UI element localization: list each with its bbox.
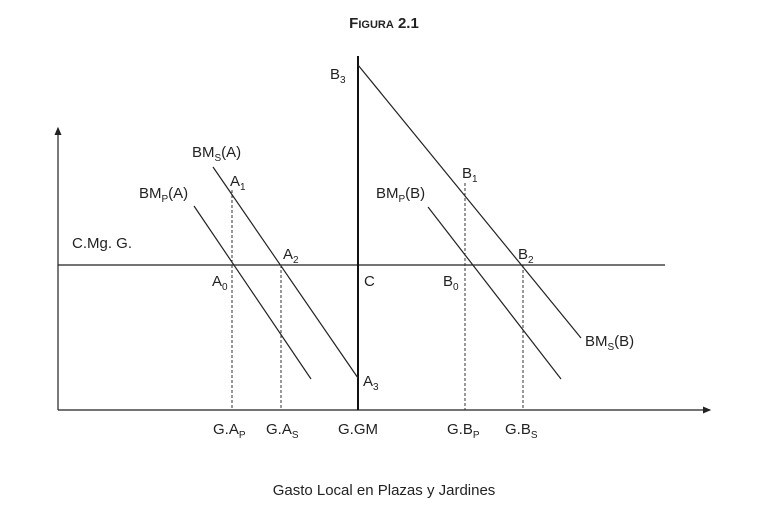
tick-gbs: G.BS xyxy=(505,421,538,441)
bms-a-curve xyxy=(212,166,359,379)
point-b1: B1 xyxy=(462,165,478,185)
bms-a-label: BMS(A) xyxy=(192,144,241,164)
bmp-b-curve xyxy=(427,206,562,380)
bmp-a-label: BMP(A) xyxy=(139,185,188,205)
point-a1: A1 xyxy=(230,173,246,193)
figure-caption: Gasto Local en Plazas y Jardines xyxy=(273,482,496,499)
figure-title: FIGURA 2.1 xyxy=(349,15,419,32)
tick-gas: G.AS xyxy=(266,421,299,441)
point-c: C xyxy=(364,273,375,290)
bmp-a-curve xyxy=(193,205,312,380)
cmg-label: C.Mg. G. xyxy=(72,235,132,252)
point-b3: B3 xyxy=(330,66,346,86)
point-a3: A3 xyxy=(363,373,379,393)
tick-ggm: G.GM xyxy=(338,421,378,438)
tick-gap: G.AP xyxy=(213,421,246,441)
point-b2: B2 xyxy=(518,246,534,266)
bms-b-curve xyxy=(357,64,582,339)
bms-b-label: BMS(B) xyxy=(585,333,634,353)
point-b0: B0 xyxy=(443,273,459,293)
point-a0: A0 xyxy=(212,273,228,293)
tick-gbp: G.BP xyxy=(447,421,480,441)
bmp-b-label: BMP(B) xyxy=(376,185,425,205)
point-a2: A2 xyxy=(283,246,299,266)
